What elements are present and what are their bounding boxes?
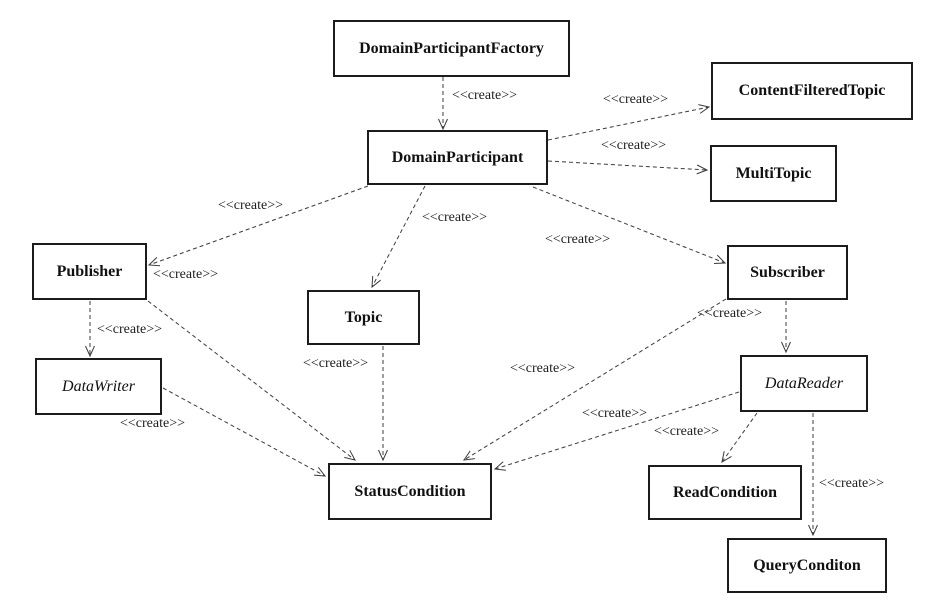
- create-stereotype-label: <<create>>: [153, 267, 218, 282]
- create-stereotype-label: <<create>>: [303, 356, 368, 371]
- class-name: StatusCondition: [354, 482, 466, 500]
- open-arrowhead-icon: [696, 164, 709, 175]
- create-dependency-subscriber-to-statuscondition: [462, 298, 727, 461]
- create-dependency-datareader-to-readcondition: [721, 412, 758, 464]
- class-name: Topic: [344, 308, 383, 326]
- open-arrowhead-icon: [493, 461, 506, 471]
- class-name: DataWriter: [62, 377, 135, 395]
- class-name: Publisher: [56, 262, 123, 280]
- create-stereotype-label: <<create>>: [601, 138, 666, 153]
- open-arrowhead-icon: [462, 450, 475, 461]
- create-stereotype-label: <<create>>: [819, 476, 884, 491]
- create-dependency-participant-to-subscriber: [532, 186, 727, 264]
- create-dependency-topic-to-statuscondition: [378, 346, 388, 462]
- create-stereotype-label: <<create>>: [510, 361, 575, 376]
- create-dependency-subscriber-to-datareader: [781, 301, 791, 354]
- create-stereotype-label: <<create>>: [97, 322, 162, 337]
- create-dependency-participant-to-topic: [371, 185, 426, 289]
- open-arrowhead-icon: [147, 257, 161, 267]
- create-stereotype-label: <<create>>: [603, 92, 668, 107]
- class-box-subscriber: Subscriber: [727, 245, 848, 300]
- open-arrowhead-icon: [438, 118, 448, 131]
- create-dependency-participant-to-publisher: [147, 185, 369, 267]
- class-box-content-filtered-topic: ContentFilteredTopic: [711, 62, 913, 120]
- class-name: ReadCondition: [672, 483, 778, 501]
- create-stereotype-label: <<create>>: [452, 88, 517, 103]
- class-box-topic: Topic: [307, 290, 420, 345]
- class-box-domain-participant-factory: DomainParticipantFactory: [333, 20, 570, 77]
- open-arrowhead-icon: [698, 104, 711, 114]
- create-dependency-participant-to-filteredtopic: [547, 104, 711, 141]
- open-arrowhead-icon: [721, 451, 732, 464]
- create-stereotype-label: <<create>>: [654, 424, 719, 439]
- open-arrowhead-icon: [344, 450, 356, 461]
- class-box-publisher: Publisher: [32, 243, 147, 300]
- class-box-multi-topic: MultiTopic: [710, 145, 837, 202]
- create-stereotype-label: <<create>>: [582, 406, 647, 421]
- open-arrowhead-icon: [313, 466, 327, 477]
- class-name: DomainParticipant: [391, 148, 524, 166]
- create-stereotype-label: <<create>>: [120, 416, 185, 431]
- class-box-read-condition: ReadCondition: [648, 465, 802, 520]
- create-dependency-datareader-to-statuscondition: [493, 391, 740, 471]
- create-stereotype-label: <<create>>: [218, 198, 283, 213]
- open-arrowhead-icon: [378, 449, 388, 462]
- create-stereotype-label: <<create>>: [697, 306, 762, 321]
- class-name: ContentFilteredTopic: [738, 82, 886, 99]
- class-box-data-reader: DataReader: [740, 355, 868, 412]
- create-dependency-datareader-to-querycondition: [808, 413, 818, 537]
- class-name: DataReader: [764, 374, 844, 392]
- create-stereotype-label: <<create>>: [422, 210, 487, 225]
- class-box-query-condition: QueryConditon: [727, 538, 887, 593]
- class-name: QueryConditon: [753, 556, 861, 574]
- open-arrowhead-icon: [371, 275, 381, 289]
- open-arrowhead-icon: [808, 524, 818, 537]
- create-dependency-publisher-to-statuscondition: [147, 300, 356, 461]
- class-name: Subscriber: [750, 263, 825, 281]
- create-dependency-datawriter-to-statuscondition: [162, 387, 327, 477]
- class-box-status-condition: StatusCondition: [328, 463, 492, 520]
- class-name: MultiTopic: [735, 164, 812, 182]
- open-arrowhead-icon: [781, 341, 791, 354]
- class-box-data-writer: DataWriter: [35, 358, 162, 415]
- open-arrowhead-icon: [85, 345, 95, 358]
- open-arrowhead-icon: [713, 254, 727, 264]
- create-dependency-publisher-to-datawriter: [85, 301, 95, 358]
- class-name: DomainParticipantFactory: [359, 39, 544, 57]
- create-stereotype-label: <<create>>: [545, 232, 610, 247]
- create-dependency-factory-to-participant: [438, 77, 448, 131]
- create-dependency-participant-to-multitopic: [547, 160, 709, 175]
- class-box-domain-participant: DomainParticipant: [367, 130, 548, 185]
